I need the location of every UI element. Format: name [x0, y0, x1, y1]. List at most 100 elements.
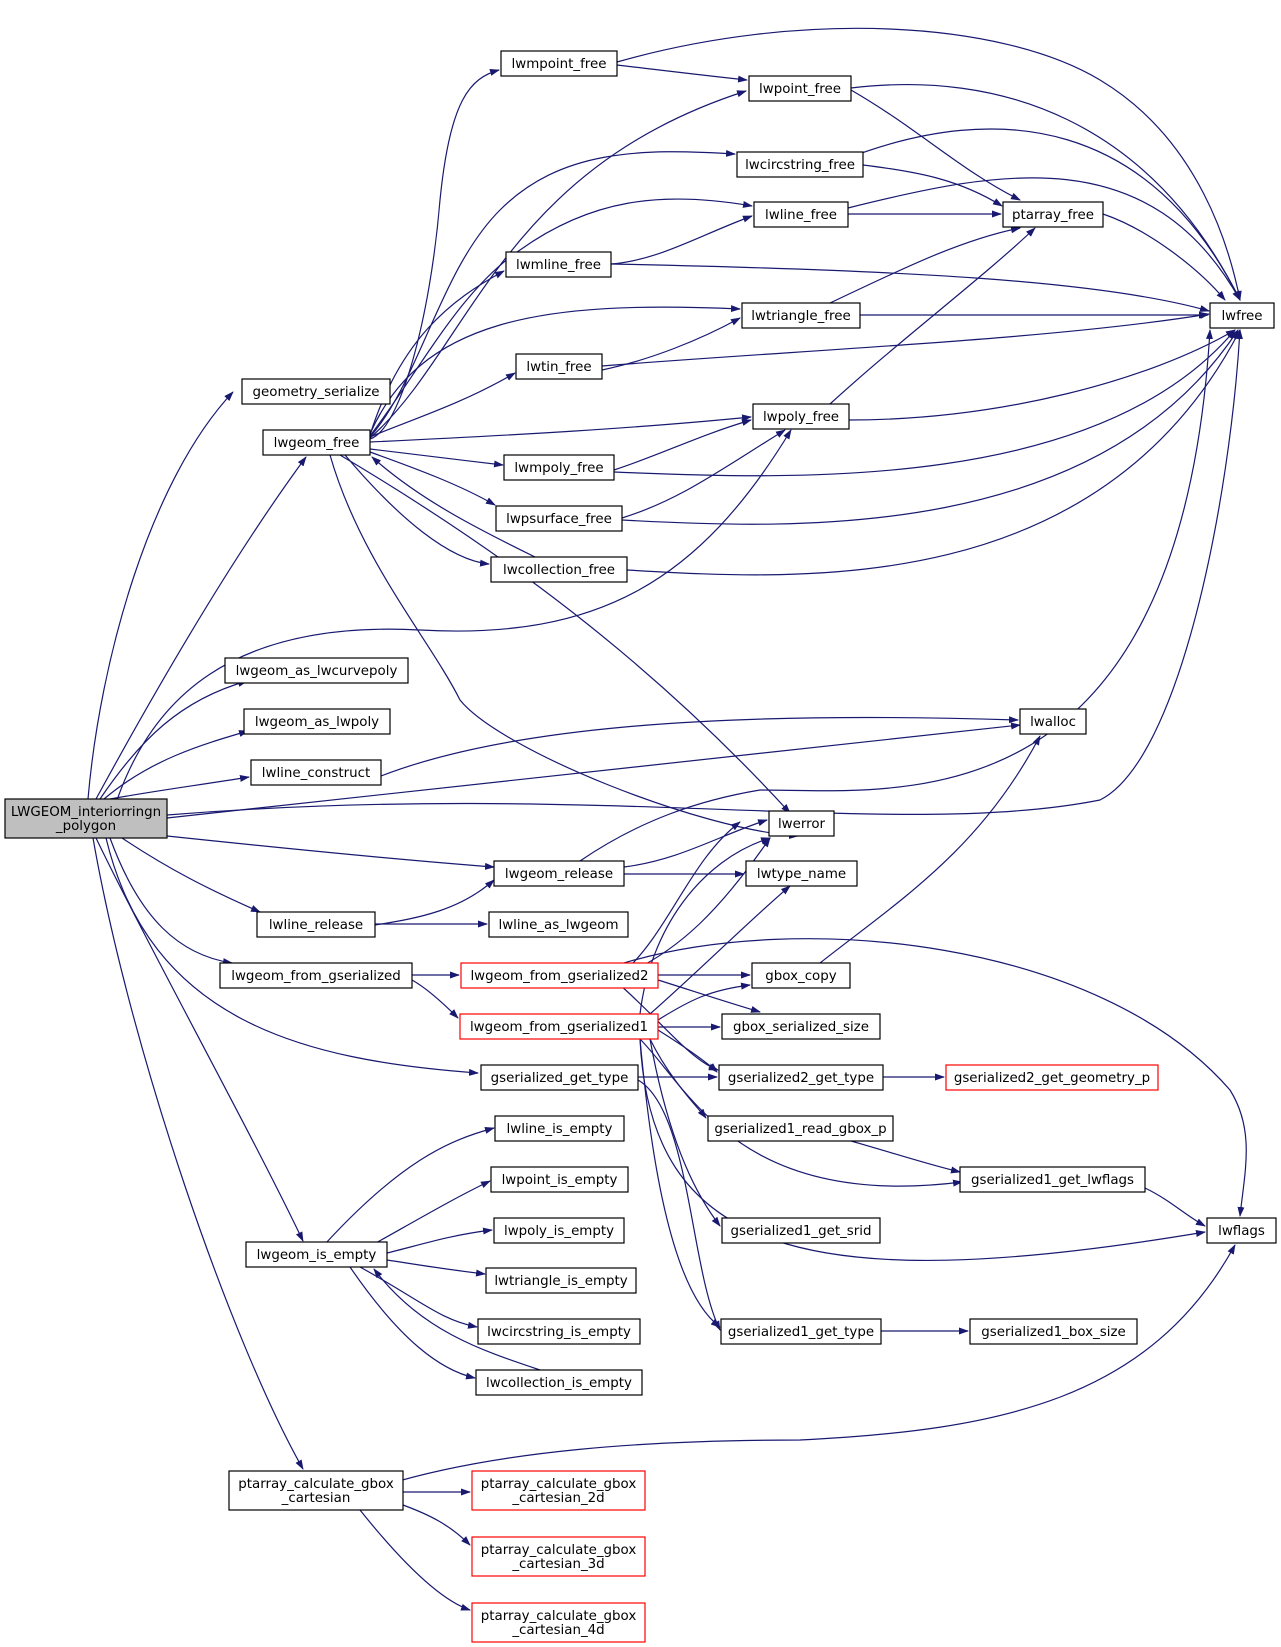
call-edge [359, 1509, 471, 1611]
node-label: lwpoly_is_empty [504, 1224, 614, 1239]
node-gbox-serialized-size[interactable]: gbox_serialized_size [721, 1013, 881, 1040]
call-edge [386, 1259, 486, 1277]
node-lwmpoint-free[interactable]: lwmpoint_free [500, 50, 618, 77]
call-edge [369, 198, 753, 437]
call-edge [344, 454, 490, 567]
call-edge [847, 128, 1241, 301]
node-lwgeom-free[interactable]: lwgeom_free [262, 429, 371, 456]
node-gserialized-get-type[interactable]: gserialized_get_type [480, 1064, 639, 1091]
node-label: lwpoly_free [763, 410, 839, 425]
node-ptarray-calculate-gbox-cartesian-2d[interactable]: ptarray_calculate_gbox_cartesian_2d [471, 1470, 646, 1511]
call-edge [657, 1029, 718, 1073]
node-label: lwgeom_free [274, 436, 360, 451]
call-edge [109, 837, 233, 966]
node-lwgeom-is-empty[interactable]: lwgeom_is_empty [245, 1241, 388, 1268]
call-edge [850, 89, 1021, 201]
call-edge [369, 448, 504, 468]
call-edge [109, 774, 250, 800]
node-ptarray-calculate-gbox-cartesian[interactable]: ptarray_calculate_gbox_cartesian [228, 1470, 404, 1511]
node-lwpsurface-free[interactable]: lwpsurface_free [495, 505, 623, 532]
node-label: lwgeom_from_gserialized1 [470, 1020, 648, 1035]
call-edge [623, 819, 768, 868]
node-label: gserialized1_get_srid [731, 1224, 872, 1239]
node-gserialized2-get-type[interactable]: gserialized2_get_type [718, 1064, 884, 1091]
call-edge [349, 1266, 476, 1380]
node-lwgeom-from-gserialized[interactable]: lwgeom_from_gserialized [219, 962, 413, 989]
call-edge [315, 1126, 495, 1255]
node-lwmpoly-free[interactable]: lwmpoly_free [503, 454, 615, 481]
call-edge [411, 979, 459, 1019]
node-gserialized1-read-gbox-p[interactable]: gserialized1_read_gbox_p [707, 1115, 894, 1142]
node-label: lwline_release [269, 918, 363, 933]
node-gserialized1-get-lwflags[interactable]: gserialized1_get_lwflags [959, 1166, 1146, 1193]
node-ptarray-free[interactable]: ptarray_free [1002, 201, 1104, 228]
node-lwline-free[interactable]: lwline_free [753, 201, 849, 228]
node-gserialized2-get-geometry-p[interactable]: gserialized2_get_geometry_p [945, 1064, 1159, 1091]
node-label: lwmpoint_free [512, 57, 607, 72]
node-label: ptarray_calculate_gbox [481, 1477, 637, 1492]
node-lwfree[interactable]: lwfree [1209, 302, 1275, 329]
node-lwtriangle-is-empty[interactable]: lwtriangle_is_empty [485, 1267, 637, 1294]
node-lwcircstring-is-empty[interactable]: lwcircstring_is_empty [477, 1318, 641, 1345]
node-lwcircstring-free[interactable]: lwcircstring_free [736, 151, 864, 178]
node-lwgeom-from-gserialized2[interactable]: lwgeom_from_gserialized2 [460, 962, 659, 989]
node-label: gserialized2_get_geometry_p [954, 1071, 1150, 1086]
node-label: _polygon [55, 819, 116, 834]
node-ptarray-calculate-gbox-cartesian-4d[interactable]: ptarray_calculate_gbox_cartesian_4d [471, 1602, 646, 1643]
node-lwcollection-free[interactable]: lwcollection_free [490, 556, 628, 583]
node-label: _cartesian [281, 1491, 351, 1506]
call-edge [369, 69, 500, 440]
node-lwgeom-as-lwcurvepoly[interactable]: lwgeom_as_lwcurvepoly [224, 657, 409, 684]
call-edge [1144, 1187, 1206, 1227]
node-gserialized1-box-size[interactable]: gserialized1_box_size [969, 1318, 1138, 1345]
node-lwline-is-empty[interactable]: lwline_is_empty [494, 1115, 625, 1142]
node-lwtriangle-free[interactable]: lwtriangle_free [741, 302, 861, 329]
node-gserialized1-get-srid[interactable]: gserialized1_get_srid [721, 1217, 881, 1244]
node-label: gserialized1_read_gbox_p [714, 1122, 886, 1137]
call-edge [87, 391, 234, 800]
node-lwpoint-free[interactable]: lwpoint_free [748, 75, 852, 102]
call-edge [369, 414, 752, 443]
node-lwline-release[interactable]: lwline_release [256, 911, 376, 938]
node-label: _cartesian_2d [511, 1491, 604, 1506]
node-label: lwtin_free [526, 360, 591, 375]
node-lwtin-free[interactable]: lwtin_free [515, 353, 603, 380]
call-edge [369, 149, 736, 438]
call-edge [402, 1504, 471, 1546]
node-lwpoly-free[interactable]: lwpoly_free [752, 403, 850, 430]
node-lwflags[interactable]: lwflags [1206, 1217, 1277, 1244]
node-label: lwtype_name [757, 867, 846, 882]
call-edge [384, 1244, 1236, 1486]
call-edge [369, 372, 516, 438]
node-label: lwcollection_free [503, 563, 615, 578]
node-lwgeom-release[interactable]: lwgeom_release [493, 860, 625, 887]
call-edge [95, 837, 304, 1242]
node-label: lwgeom_from_gserialized2 [470, 969, 648, 984]
call-edge [613, 419, 752, 471]
node-lwalloc[interactable]: lwalloc [1019, 708, 1087, 735]
node-lwgeom-from-gserialized1[interactable]: lwgeom_from_gserialized1 [459, 1013, 659, 1040]
node-lwcollection-is-empty[interactable]: lwcollection_is_empty [475, 1369, 643, 1396]
call-edge [657, 979, 761, 1013]
node-root[interactable]: LWGEOM_interiorringn_polygon [4, 798, 168, 839]
node-gbox-copy[interactable]: gbox_copy [751, 962, 851, 989]
node-label: geometry_serialize [253, 385, 380, 400]
node-lwpoly-is-empty[interactable]: lwpoly_is_empty [493, 1217, 625, 1244]
node-lwline-as-lwgeom[interactable]: lwline_as_lwgeom [488, 911, 629, 938]
node-ptarray-calculate-gbox-cartesian-3d[interactable]: ptarray_calculate_gbox_cartesian_3d [471, 1536, 646, 1577]
node-lwline-construct[interactable]: lwline_construct [250, 759, 382, 786]
node-lwerror[interactable]: lwerror [768, 810, 835, 837]
node-lwgeom-as-lwpoly[interactable]: lwgeom_as_lwpoly [243, 708, 391, 735]
call-edge [374, 879, 495, 926]
call-edge [166, 329, 1243, 816]
node-lwpoint-is-empty[interactable]: lwpoint_is_empty [490, 1166, 629, 1193]
node-label: lwline_as_lwgeom [498, 918, 618, 933]
call-edge [103, 730, 249, 800]
node-gserialized1-get-type[interactable]: gserialized1_get_type [720, 1318, 882, 1345]
call-edge [862, 164, 1003, 207]
node-lwtype-name[interactable]: lwtype_name [745, 860, 858, 887]
node-label: _cartesian_4d [511, 1623, 604, 1638]
node-geometry-serialize[interactable]: geometry_serialize [241, 378, 391, 405]
node-label: lwflags [1218, 1224, 1265, 1239]
node-lwmline-free[interactable]: lwmline_free [505, 251, 612, 278]
